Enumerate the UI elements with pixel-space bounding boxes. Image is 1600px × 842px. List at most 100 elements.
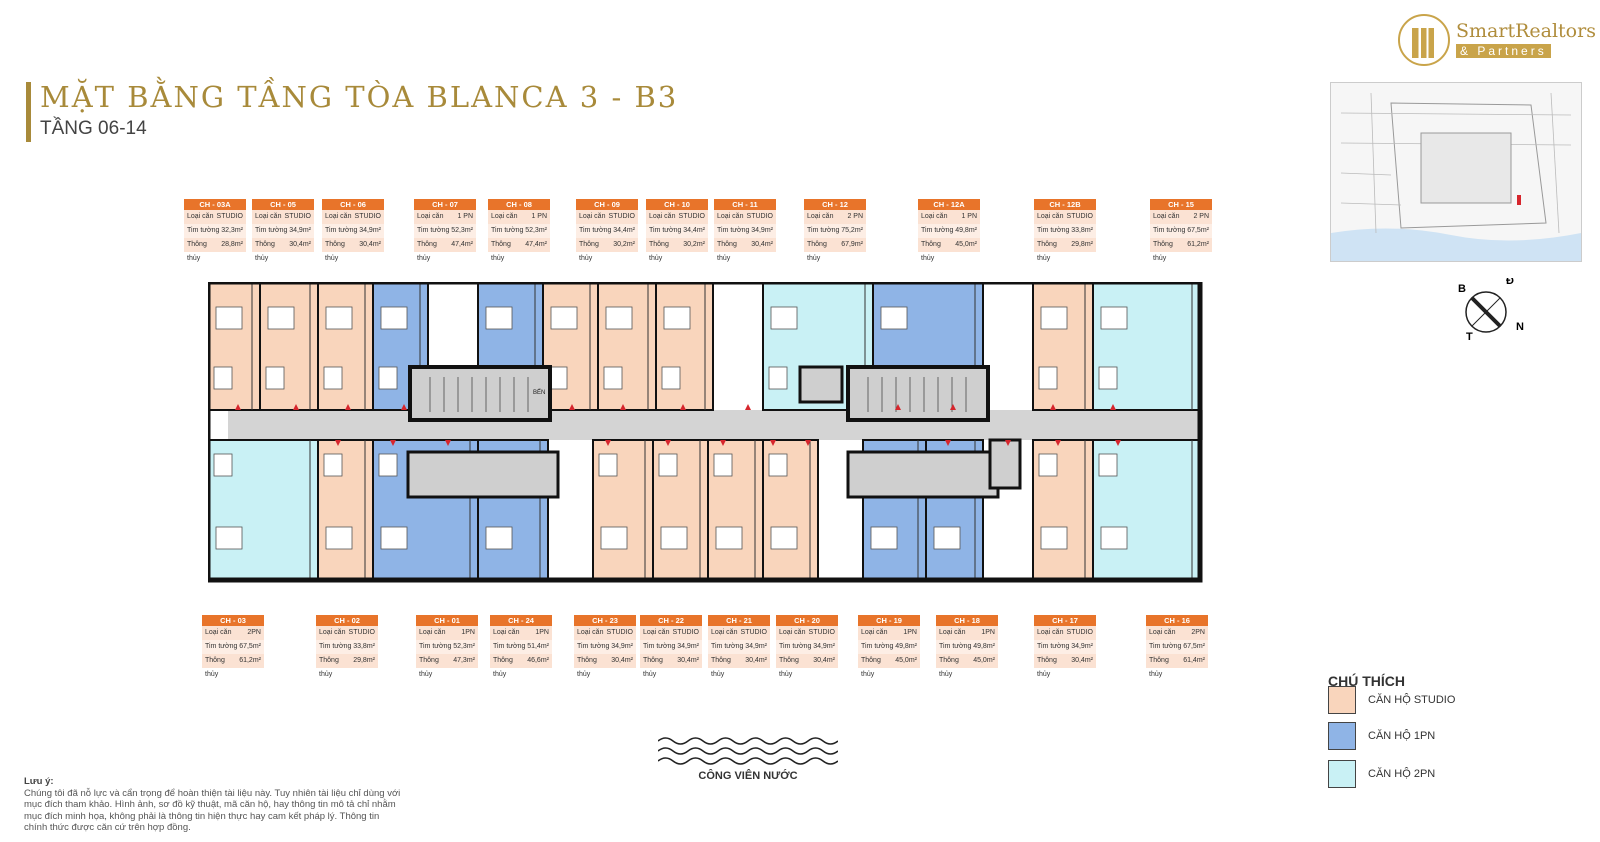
unit-card-label: Loại căn — [255, 213, 282, 220]
bed-icon — [770, 306, 798, 330]
unit-card-label: Thông thủy — [205, 657, 225, 678]
logo-name: SmartRealtors — [1456, 20, 1596, 42]
site-minimap — [1330, 82, 1582, 262]
unit-card-value: 52,3m² — [525, 227, 547, 234]
legend-swatch-1pn — [1328, 722, 1356, 750]
unit-card-title: CH - 12 — [804, 199, 866, 210]
bed-icon — [485, 526, 513, 550]
bed-icon — [485, 306, 513, 330]
bath-icon — [213, 366, 233, 390]
unit-card-value: 30,4m² — [751, 241, 773, 248]
door-marker — [665, 440, 671, 446]
elevator-core-left — [406, 450, 560, 499]
unit-card-label: Tim tường — [325, 227, 358, 234]
bath-icon — [1098, 366, 1118, 390]
unit-card-value: 46,6m² — [527, 657, 549, 664]
unit-card-value: STUDIO — [348, 629, 375, 636]
brand-logo: SmartRealtors & Partners — [1398, 14, 1596, 70]
unit-card-title: CH - 02 — [316, 615, 378, 626]
unit-card-title: CH - 03 — [202, 615, 264, 626]
door-marker — [1005, 440, 1011, 446]
bed-icon — [325, 306, 353, 330]
bed-icon — [770, 526, 798, 550]
unit-card-value: 34,9m² — [677, 643, 699, 650]
note-title: Lưu ý: — [24, 776, 54, 787]
unit-card-value: STUDIO — [746, 213, 773, 220]
unit-card-value: 67,5m² — [1183, 643, 1205, 650]
door-marker — [805, 440, 811, 446]
unit-card-value: 51,4m² — [527, 643, 549, 650]
unit-card-label: Thông thủy — [319, 657, 339, 678]
unit-card-value: 30,4m² — [611, 657, 633, 664]
door-marker — [345, 404, 351, 410]
bed-icon — [1040, 306, 1068, 330]
unit-card-label: Thông thủy — [939, 657, 959, 678]
unit-card-row: Thông thủy 30,4m² — [574, 654, 636, 678]
door-marker — [680, 404, 686, 410]
unit-card-value: 34,4m² — [613, 227, 635, 234]
unit-card-label: Tim tường — [649, 227, 682, 234]
unit-card-label: Thông thủy — [419, 657, 439, 678]
unit-card-value: 32,3m² — [221, 227, 243, 234]
bath-icon — [1038, 366, 1058, 390]
unit-card-label: Thông thủy — [577, 657, 597, 678]
unit-card-label: Loại căn — [643, 629, 670, 636]
shaft-right — [798, 365, 844, 404]
unit-card-label: Loại căn — [579, 213, 606, 220]
unit-card-label: Loại căn — [649, 213, 676, 220]
unit-card-value: 47,4m² — [451, 241, 473, 248]
door-marker — [1055, 440, 1061, 446]
unit-card-label: Loại căn — [1037, 213, 1064, 220]
unit-card-label: Tim tường — [187, 227, 220, 234]
unit-card-label: Thông thủy — [325, 241, 345, 262]
unit-card-value: 34,9m² — [813, 643, 835, 650]
compass-d: Đ — [1506, 278, 1514, 287]
unit-card-label: Loại căn — [717, 213, 744, 220]
bath-icon — [378, 366, 398, 390]
unit-card-value: 2 PN — [1193, 213, 1209, 220]
unit-card-value: 2 PN — [847, 213, 863, 220]
door-marker — [569, 404, 575, 410]
compass-t: T — [1466, 331, 1473, 343]
bed-icon — [870, 526, 898, 550]
bath-icon — [598, 453, 618, 477]
bed-icon — [325, 526, 353, 550]
corridor — [228, 410, 1203, 440]
unit-card-label: Loại căn — [861, 629, 888, 636]
unit-card-label: Tim tường — [717, 227, 750, 234]
legend-title: CHÚ THÍCH — [1328, 673, 1405, 689]
legend-label-2pn: CĂN HỘ 2PN — [1368, 768, 1436, 780]
unit-card-label: Thông thủy — [807, 241, 827, 262]
unit-card-label: Tim tường — [861, 643, 894, 650]
legend-item-2pn: CĂN HỘ 2PN — [1328, 760, 1435, 788]
unit-card-value: STUDIO — [216, 213, 243, 220]
unit-card-label: Thông thủy — [579, 241, 599, 262]
legend-item-studio: CĂN HỘ STUDIO — [1328, 686, 1455, 714]
